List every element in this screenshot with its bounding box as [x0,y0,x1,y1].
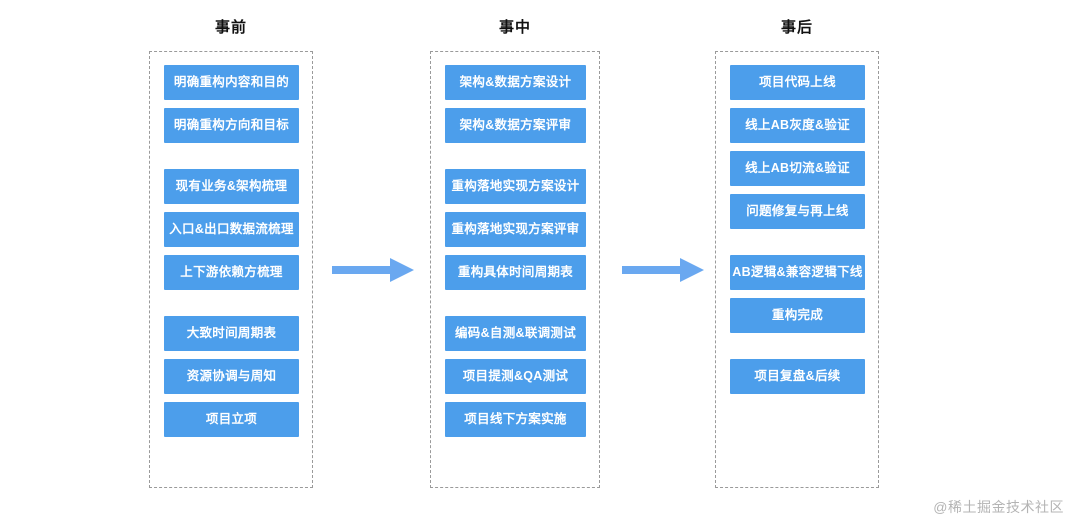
step-group-before-1: 明确重构内容和目的 明确重构方向和目标 [164,65,299,143]
step-box[interactable]: 重构完成 [730,298,865,333]
step-box[interactable]: 重构落地实现方案设计 [445,169,586,204]
step-box[interactable]: 项目复盘&后续 [730,359,865,394]
group-spacer [445,290,586,316]
phase-frame-before: 明确重构内容和目的 明确重构方向和目标 现有业务&架构梳理 入口&出口数据流梳理… [149,51,313,488]
step-box[interactable]: 架构&数据方案设计 [445,65,586,100]
phase-title-before: 事前 [214,19,247,36]
step-box[interactable]: 线上AB灰度&验证 [730,108,865,143]
step-box[interactable]: 重构具体时间周期表 [445,255,586,290]
arrow-right-icon [332,256,416,284]
group-spacer [730,333,865,359]
step-group-after-1: 项目代码上线 线上AB灰度&验证 线上AB切流&验证 问题修复与再上线 [730,65,865,229]
watermark-label: @稀土掘金技术社区 [933,499,1064,515]
group-spacer [730,229,865,255]
phase-title-during: 事中 [498,19,531,36]
arrow-right-icon [622,256,706,284]
phase-column-before: 事前 明确重构内容和目的 明确重构方向和目标 现有业务&架构梳理 入口&出口数据… [149,18,313,488]
step-group-during-2: 重构落地实现方案设计 重构落地实现方案评审 重构具体时间周期表 [445,169,586,290]
step-group-during-3: 编码&自测&联调测试 项目提测&QA测试 项目线下方案实施 [445,316,586,437]
step-box[interactable]: 项目提测&QA测试 [445,359,586,394]
step-group-during-1: 架构&数据方案设计 架构&数据方案评审 [445,65,586,143]
step-box[interactable]: 资源协调与周知 [164,359,299,394]
group-spacer [445,143,586,169]
step-box[interactable]: 明确重构内容和目的 [164,65,299,100]
step-box[interactable]: 入口&出口数据流梳理 [164,212,299,247]
step-box[interactable]: 大致时间周期表 [164,316,299,351]
phase-column-after: 事后 项目代码上线 线上AB灰度&验证 线上AB切流&验证 问题修复与再上线 A… [715,18,879,488]
step-group-before-2: 现有业务&架构梳理 入口&出口数据流梳理 上下游依赖方梳理 [164,169,299,290]
step-box[interactable]: 问题修复与再上线 [730,194,865,229]
phase-frame-after: 项目代码上线 线上AB灰度&验证 线上AB切流&验证 问题修复与再上线 AB逻辑… [715,51,879,488]
step-box[interactable]: 编码&自测&联调测试 [445,316,586,351]
step-box[interactable]: 项目代码上线 [730,65,865,100]
phase-column-during: 事中 架构&数据方案设计 架构&数据方案评审 重构落地实现方案设计 重构落地实现… [430,18,600,488]
phase-frame-during: 架构&数据方案设计 架构&数据方案评审 重构落地实现方案设计 重构落地实现方案评… [430,51,600,488]
step-box[interactable]: 项目线下方案实施 [445,402,586,437]
step-group-after-3: 项目复盘&后续 [730,359,865,394]
step-box[interactable]: 架构&数据方案评审 [445,108,586,143]
step-box[interactable]: 线上AB切流&验证 [730,151,865,186]
step-box[interactable]: 重构落地实现方案评审 [445,212,586,247]
phase-title-after: 事后 [780,19,813,36]
step-box[interactable]: 现有业务&架构梳理 [164,169,299,204]
group-spacer [164,143,299,169]
step-group-before-3: 大致时间周期表 资源协调与周知 项目立项 [164,316,299,437]
step-box[interactable]: 明确重构方向和目标 [164,108,299,143]
step-box[interactable]: AB逻辑&兼容逻辑下线 [730,255,865,290]
step-group-after-2: AB逻辑&兼容逻辑下线 重构完成 [730,255,865,333]
step-box[interactable]: 项目立项 [164,402,299,437]
step-box[interactable]: 上下游依赖方梳理 [164,255,299,290]
group-spacer [164,290,299,316]
